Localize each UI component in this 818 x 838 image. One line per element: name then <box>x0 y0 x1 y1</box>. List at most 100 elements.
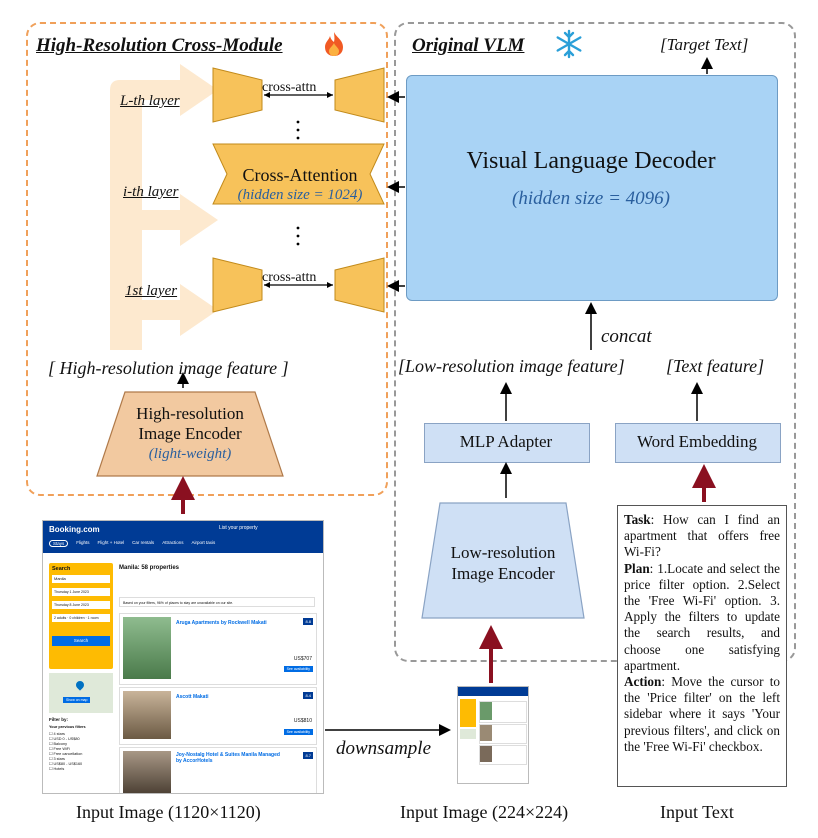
hotel-score: 8.8 <box>303 618 313 625</box>
filter-item: ☐ Balcony <box>49 742 67 746</box>
nav-tabs: Stays Flights Flight + Hotel Car rentals… <box>49 540 215 547</box>
filter-label: US$80 - US$160 <box>53 762 83 766</box>
checkout-field: Thursday 8 June 2023 <box>52 601 110 609</box>
search-title: Search <box>52 566 71 572</box>
search-button: Search <box>52 636 110 646</box>
cross-attention-title: Cross-Attention <box>242 165 358 185</box>
target-text: [Target Text] <box>660 35 749 54</box>
hotel-name: Ascott Makati <box>176 694 209 700</box>
decoder-size: (hidden size = 4096) <box>512 188 670 209</box>
filter-item: ☐ USD 0 - US$80 <box>49 737 80 741</box>
see-availability-button: See availability <box>283 666 313 672</box>
mini-search-panel <box>460 699 476 727</box>
vlm-title: Original VLM <box>412 35 525 56</box>
high-res-feature-label: [ High-resolution image feature ] <box>48 358 289 378</box>
word-embedding-label: Word Embedding <box>637 432 757 451</box>
caption-input-text: Input Text <box>660 802 734 822</box>
nav-attractions: Attractions <box>162 540 184 545</box>
text-feature-label: [Text feature] <box>666 356 765 376</box>
low-res-encoder-shape <box>421 502 585 619</box>
mlp-adapter-box <box>424 423 590 463</box>
caption-input-image-small: Input Image (224×224) <box>400 802 569 822</box>
site-logo: Booking.com <box>49 525 100 534</box>
filters-title: Your previous filters <box>49 725 86 729</box>
input-image-small <box>457 686 529 784</box>
filter-label: USD 0 - US$80 <box>53 737 80 741</box>
hotel-name: Joy-Nostalg Hotel & Suites Manila Manage… <box>176 752 280 764</box>
plan-text: : 1.Locate and select the price filter o… <box>624 560 780 673</box>
mlp-adapter-label: MLP Adapter <box>459 432 553 451</box>
filter-by-label: Filter by: <box>49 717 69 722</box>
results-heading: Manila: 58 properties <box>119 565 180 571</box>
mini-photo <box>480 746 492 762</box>
filter-label: 4 stars <box>53 732 65 736</box>
low-res-encoder-line1: Low-resolution <box>450 543 556 562</box>
filter-item: ☐ Free WiFi <box>49 747 70 751</box>
cross-attn-label-top: cross-attn <box>262 80 317 95</box>
nav-airport-taxis: Airport taxis <box>191 540 216 545</box>
residual-arrow <box>110 64 218 350</box>
encoder-line2: Image Encoder <box>138 424 242 443</box>
hotel-photo <box>123 751 171 793</box>
hotel-score: 8.7 <box>303 752 313 759</box>
hotel-card: Joy-Nostalg Hotel & Suites Manila Manage… <box>119 747 317 793</box>
hotel-score: 8.4 <box>303 692 313 699</box>
mini-card <box>479 745 527 765</box>
plan-label: Plan <box>624 560 650 576</box>
list-property-link: List your property <box>219 525 258 531</box>
hotel-card: Aruga Apartments by Rockwell Makati 8.8 … <box>119 613 317 685</box>
input-image-large: Booking.com List your property Stays Fli… <box>42 520 324 794</box>
original-vlm-panel <box>394 22 796 662</box>
low-res-encoder-label: Low-resolution Image Encoder <box>418 542 588 584</box>
filter-label: Balcony <box>53 742 67 746</box>
low-res-feature-label: [Low-resolution image feature] <box>398 356 625 376</box>
low-res-encoder-line2: Image Encoder <box>451 564 555 583</box>
encoder-note: (light-weight) <box>148 446 232 462</box>
nav-stays: Stays <box>49 540 69 547</box>
fire-icon <box>323 31 345 57</box>
filter-item: ☐ US$80 - US$160 <box>49 762 83 766</box>
input-text-box: Task: How can I find an apartment that o… <box>617 505 787 787</box>
layer-label-i: i-th layer <box>123 184 179 200</box>
cross-attention-stack <box>212 67 385 313</box>
filter-item: ☐ Hotels <box>49 767 65 771</box>
nav-car-rentals: Car rentals <box>132 540 155 545</box>
hotel-price: US$810 <box>293 718 312 724</box>
layer-label-l: L-th layer <box>120 93 180 109</box>
cross-attention-size: (hidden size = 1024) <box>237 187 363 203</box>
map-thumbnail: Show on map <box>49 673 113 713</box>
task-text: : How can I find an apartment that offer… <box>624 512 780 560</box>
filter-item: ☐ 3 stars <box>49 757 65 761</box>
downsample-label: downsample <box>336 738 431 759</box>
search-panel: Search Manila Thursday 1 June 2023 Thurs… <box>49 563 113 669</box>
filter-item: ☐ Free cancellation <box>49 752 83 756</box>
concat-label: concat <box>601 326 652 347</box>
nav-flight-hotel: Flight + Hotel <box>97 540 125 545</box>
cross-attn-label-bottom: cross-attn <box>262 270 317 285</box>
booking-header: Booking.com List your property Stays Fli… <box>43 521 323 553</box>
snowflake-icon <box>554 29 584 59</box>
visual-language-decoder <box>406 75 778 301</box>
hotel-photo <box>123 617 171 679</box>
word-embedding-box <box>615 423 781 463</box>
filters-list: Your previous filters ☐ 4 stars ☐ USD 0 … <box>49 725 113 771</box>
caption-input-image-large: Input Image (1120×1120) <box>76 802 261 822</box>
filter-item: ☐ 4 stars <box>49 732 65 736</box>
filter-label: 3 stars <box>53 757 65 761</box>
high-resolution-cross-module-panel <box>26 22 388 496</box>
nav-flights: Flights <box>76 540 90 545</box>
mini-header <box>458 687 528 696</box>
task-label: Task <box>624 512 651 527</box>
checkin-field: Thursday 1 June 2023 <box>52 588 110 596</box>
show-on-map-button: Show on map <box>63 697 91 703</box>
mini-photo <box>480 725 492 741</box>
high-res-encoder-label: High-resolution Image Encoder (light-wei… <box>95 404 285 464</box>
mini-photo <box>480 702 492 720</box>
mini-card <box>479 724 527 744</box>
action-label: Action <box>624 674 662 690</box>
search-field: Manila <box>52 575 110 583</box>
layer-label-1st: 1st layer <box>125 283 178 299</box>
action-text: : Move the cursor to the 'Price filter' … <box>624 674 780 754</box>
availability-notice: Based on your filters, 96% of places to … <box>119 597 315 607</box>
hotel-card: Ascott Makati 8.4 US$810 See availabilit… <box>119 687 317 745</box>
